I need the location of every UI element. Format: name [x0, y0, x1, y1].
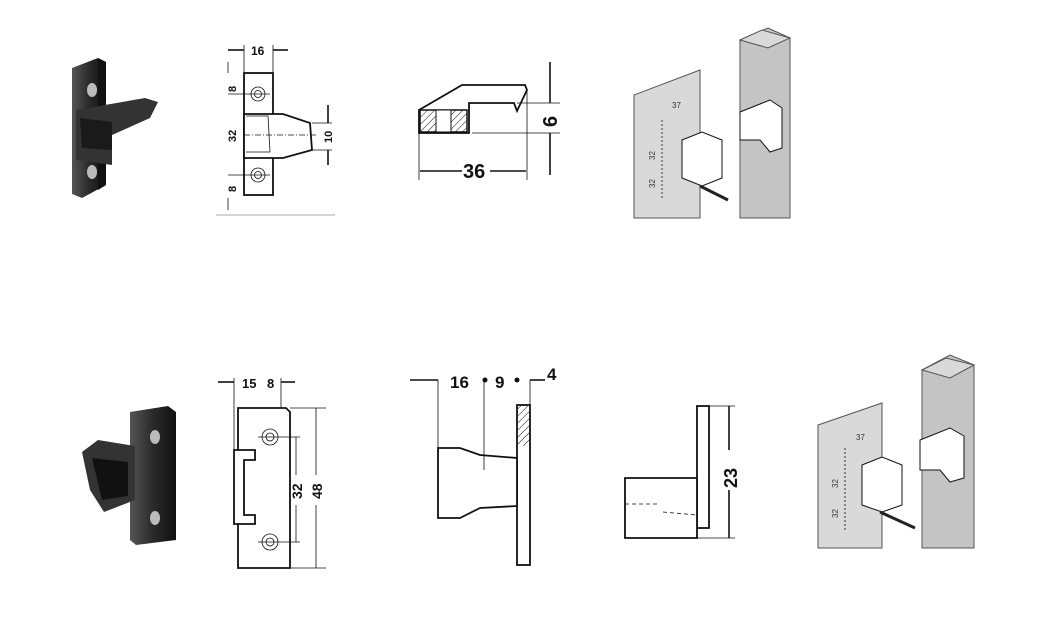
side-view-drawing-1: 36 6 — [418, 62, 562, 183]
dim-length: 16 — [450, 373, 469, 392]
side-view-drawing-2: 16 9 4 — [410, 365, 557, 566]
dim-spacing-lower: 32 — [648, 179, 657, 188]
dim-spacing: 32 — [289, 483, 305, 499]
dim-spacing: 32 — [227, 130, 239, 142]
product-photo-clip-2 — [82, 406, 176, 545]
installation-illustration-1: 37 32 32 — [633, 27, 792, 219]
dim-width: 16 — [251, 44, 265, 58]
dim-offset-b: 8 — [267, 376, 274, 391]
dim-plate: 4 — [547, 365, 557, 384]
product-photo-clip-1 — [72, 58, 158, 198]
dim-setback: 37 — [856, 433, 865, 442]
dim-bottom-offset: 8 — [227, 186, 239, 192]
dim-length: 36 — [463, 161, 485, 183]
dim-offset-a: 15 — [242, 376, 256, 391]
dim-spacing-upper: 32 — [831, 479, 840, 488]
dim-middle: 9 — [495, 373, 504, 392]
dim-setback: 37 — [672, 101, 681, 110]
front-view-drawing-1: 16 8 32 8 10 — [216, 44, 335, 216]
dim-spacing-upper: 32 — [648, 151, 657, 160]
dim-height: 23 — [721, 468, 741, 488]
dim-height: 48 — [309, 483, 325, 499]
dim-spacing-lower: 32 — [831, 509, 840, 518]
installation-illustration-2: 37 32 32 — [817, 354, 976, 549]
dim-height: 6 — [540, 116, 562, 127]
front-view-drawing-2: 15 8 32 48 — [218, 376, 326, 569]
dim-hook-width: 10 — [323, 131, 335, 143]
end-view-drawing: 23 — [624, 405, 741, 539]
dim-top-offset: 8 — [227, 86, 239, 92]
